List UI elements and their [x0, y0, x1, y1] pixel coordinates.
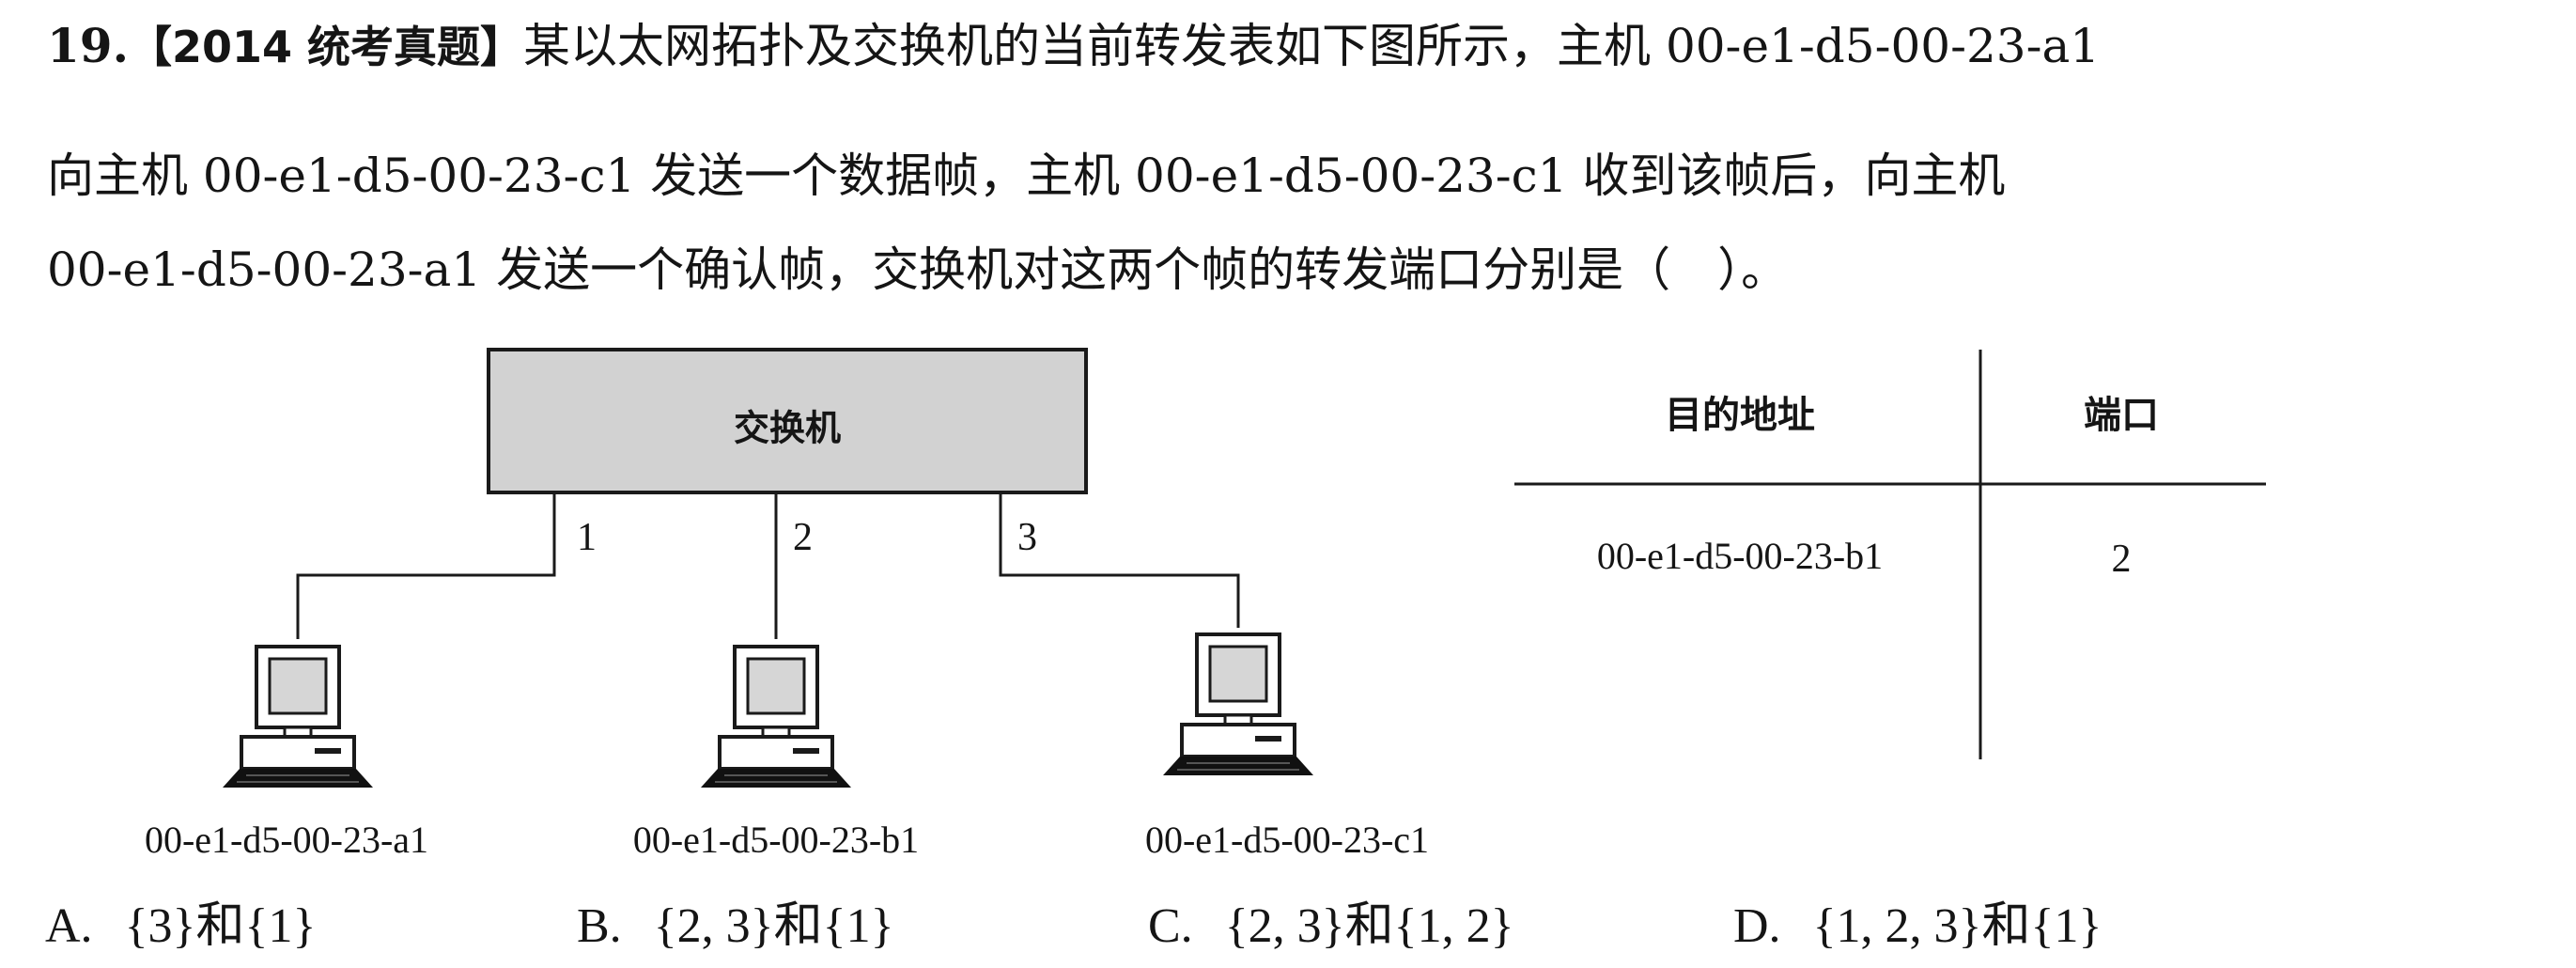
option-c-text: {2, 3}和{1, 2}	[1224, 899, 1514, 953]
question-source: 【2014 统考真题】	[129, 22, 524, 72]
option-a-letter: A.	[45, 899, 93, 953]
host-mac-c1: 00-e1-d5-00-23-c1	[1145, 819, 1429, 861]
question-line-3: 00-e1-d5-00-23-a1 发送一个确认帧，交换机对这两个帧的转发端口分…	[47, 242, 1789, 297]
option-d-letter: D.	[1733, 899, 1781, 953]
option-b[interactable]: B. {2, 3}和{1}	[577, 902, 894, 951]
host-computer-b1-icon	[699, 645, 853, 789]
question-line-2: 向主机 00-e1-d5-00-23-c1 发送一个数据帧，主机 00-e1-d…	[47, 148, 2006, 203]
table-header-address: 目的地址	[1665, 394, 1815, 437]
option-d-text: {1, 2, 3}和{1}	[1812, 899, 2103, 953]
host-computer-a1-icon	[221, 645, 375, 789]
forwarding-table: 目的地址 端口 00-e1-d5-00-23-b1 2	[1514, 350, 2266, 759]
option-c-letter: C.	[1148, 899, 1193, 953]
host-mac-b1: 00-e1-d5-00-23-b1	[633, 819, 919, 861]
table-cell-port: 2	[2112, 538, 2132, 581]
host-mac-a1: 00-e1-d5-00-23-a1	[145, 819, 428, 861]
option-d[interactable]: D. {1, 2, 3}和{1}	[1733, 902, 2102, 951]
option-b-text: {2, 3}和{1}	[653, 899, 894, 953]
port-label-3: 3	[1017, 516, 1037, 559]
question-text-1: 某以太网拓扑及交换机的当前转发表如下图所示，主机 00-e1-d5-00-23-…	[523, 19, 2101, 73]
option-a[interactable]: A. {3}和{1}	[45, 902, 316, 951]
switch-label: 交换机	[734, 408, 841, 449]
link-port-3	[999, 492, 1240, 628]
port-label-2: 2	[793, 516, 813, 559]
link-port-1	[296, 492, 556, 639]
question-number: 19.	[47, 18, 129, 73]
port-label-1: 1	[577, 516, 597, 559]
host-computer-c1-icon	[1161, 632, 1315, 777]
option-c[interactable]: C. {2, 3}和{1, 2}	[1148, 902, 1514, 951]
option-a-text: {3}和{1}	[124, 899, 317, 953]
question-line-1: 19.【2014 统考真题】某以太网拓扑及交换机的当前转发表如下图所示，主机 0…	[47, 23, 2100, 70]
table-cell-address: 00-e1-d5-00-23-b1	[1597, 535, 1883, 577]
option-b-letter: B.	[577, 899, 622, 953]
switch-box	[487, 348, 1088, 494]
table-header-port: 端口	[2084, 394, 2159, 437]
